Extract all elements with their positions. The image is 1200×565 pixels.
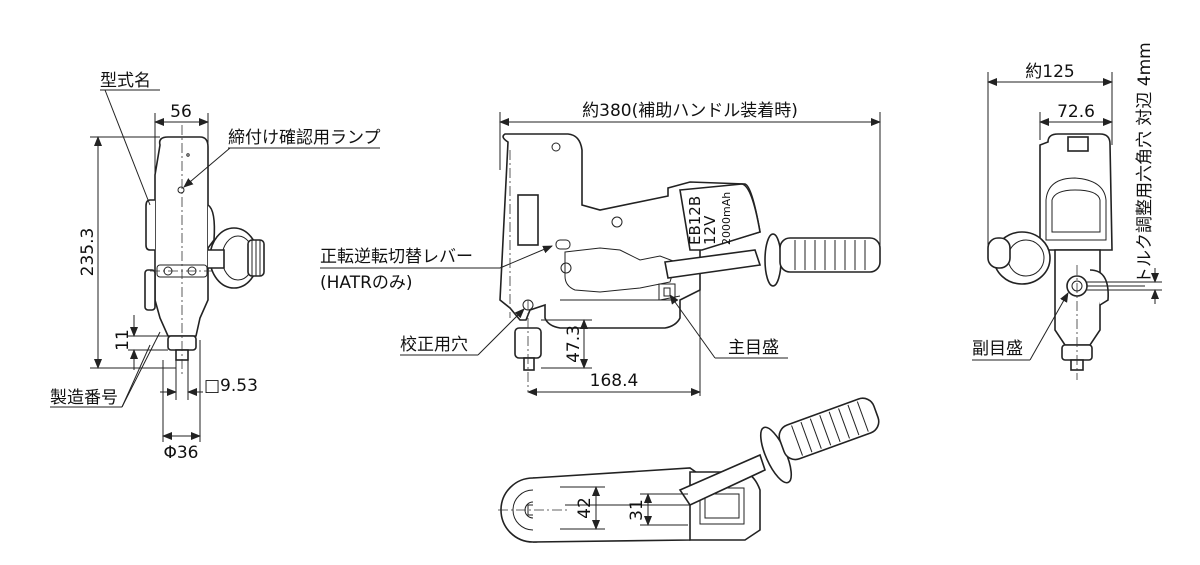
battery-model: EB12B xyxy=(686,196,704,245)
dim-56: 56 xyxy=(170,102,192,122)
label-model-name: 型式名 xyxy=(100,71,151,91)
dim-168: 168.4 xyxy=(590,371,639,391)
dim-72: 72.6 xyxy=(1057,102,1095,122)
left-side-view: 56 235.3 11 □9.53 Φ36 型式名 締付け確認用ランプ 製造番号 xyxy=(50,71,381,463)
dim-380: 約380(補助ハンドル装着時) xyxy=(582,101,798,121)
label-calibration-hole: 校正用穴 xyxy=(400,335,468,355)
dim-47: 47.3 xyxy=(564,325,584,363)
label-torque-hex-hole: トルク調整用六角穴 対辺 4mm xyxy=(1135,42,1155,284)
dim-31: 31 xyxy=(627,499,647,521)
dim-42: 42 xyxy=(575,497,595,519)
front-view: 約125 72.6 トルク調整用六角穴 対辺 4mm 副目盛 xyxy=(972,42,1162,380)
label-serial-number: 製造番号 xyxy=(50,388,118,408)
dim-square-drive: □9.53 xyxy=(204,376,258,396)
dim-235: 235.3 xyxy=(78,228,98,277)
dim-11: 11 xyxy=(113,329,133,351)
dim-phi-36: Φ36 xyxy=(163,443,198,463)
main-side-view: 約380(補助ハンドル装着時) TOHNICHI EB12B 12V 2000m… xyxy=(320,101,881,396)
brand-badge: TOHNICHI xyxy=(521,198,531,243)
label-reversing-lever: 正転逆転切替レバー xyxy=(320,247,473,267)
label-reversing-lever-note: (HATRのみ) xyxy=(320,273,413,293)
dim-125: 約125 xyxy=(1025,62,1074,82)
label-main-scale: 主目盛 xyxy=(728,338,779,358)
label-tightening-lamp: 締付け確認用ランプ xyxy=(228,128,381,148)
battery-capacity: 2000mAh xyxy=(720,192,733,245)
battery-voltage: 12V xyxy=(701,215,719,245)
top-view: 42 31 xyxy=(498,397,880,543)
label-sub-scale: 副目盛 xyxy=(972,339,1023,359)
